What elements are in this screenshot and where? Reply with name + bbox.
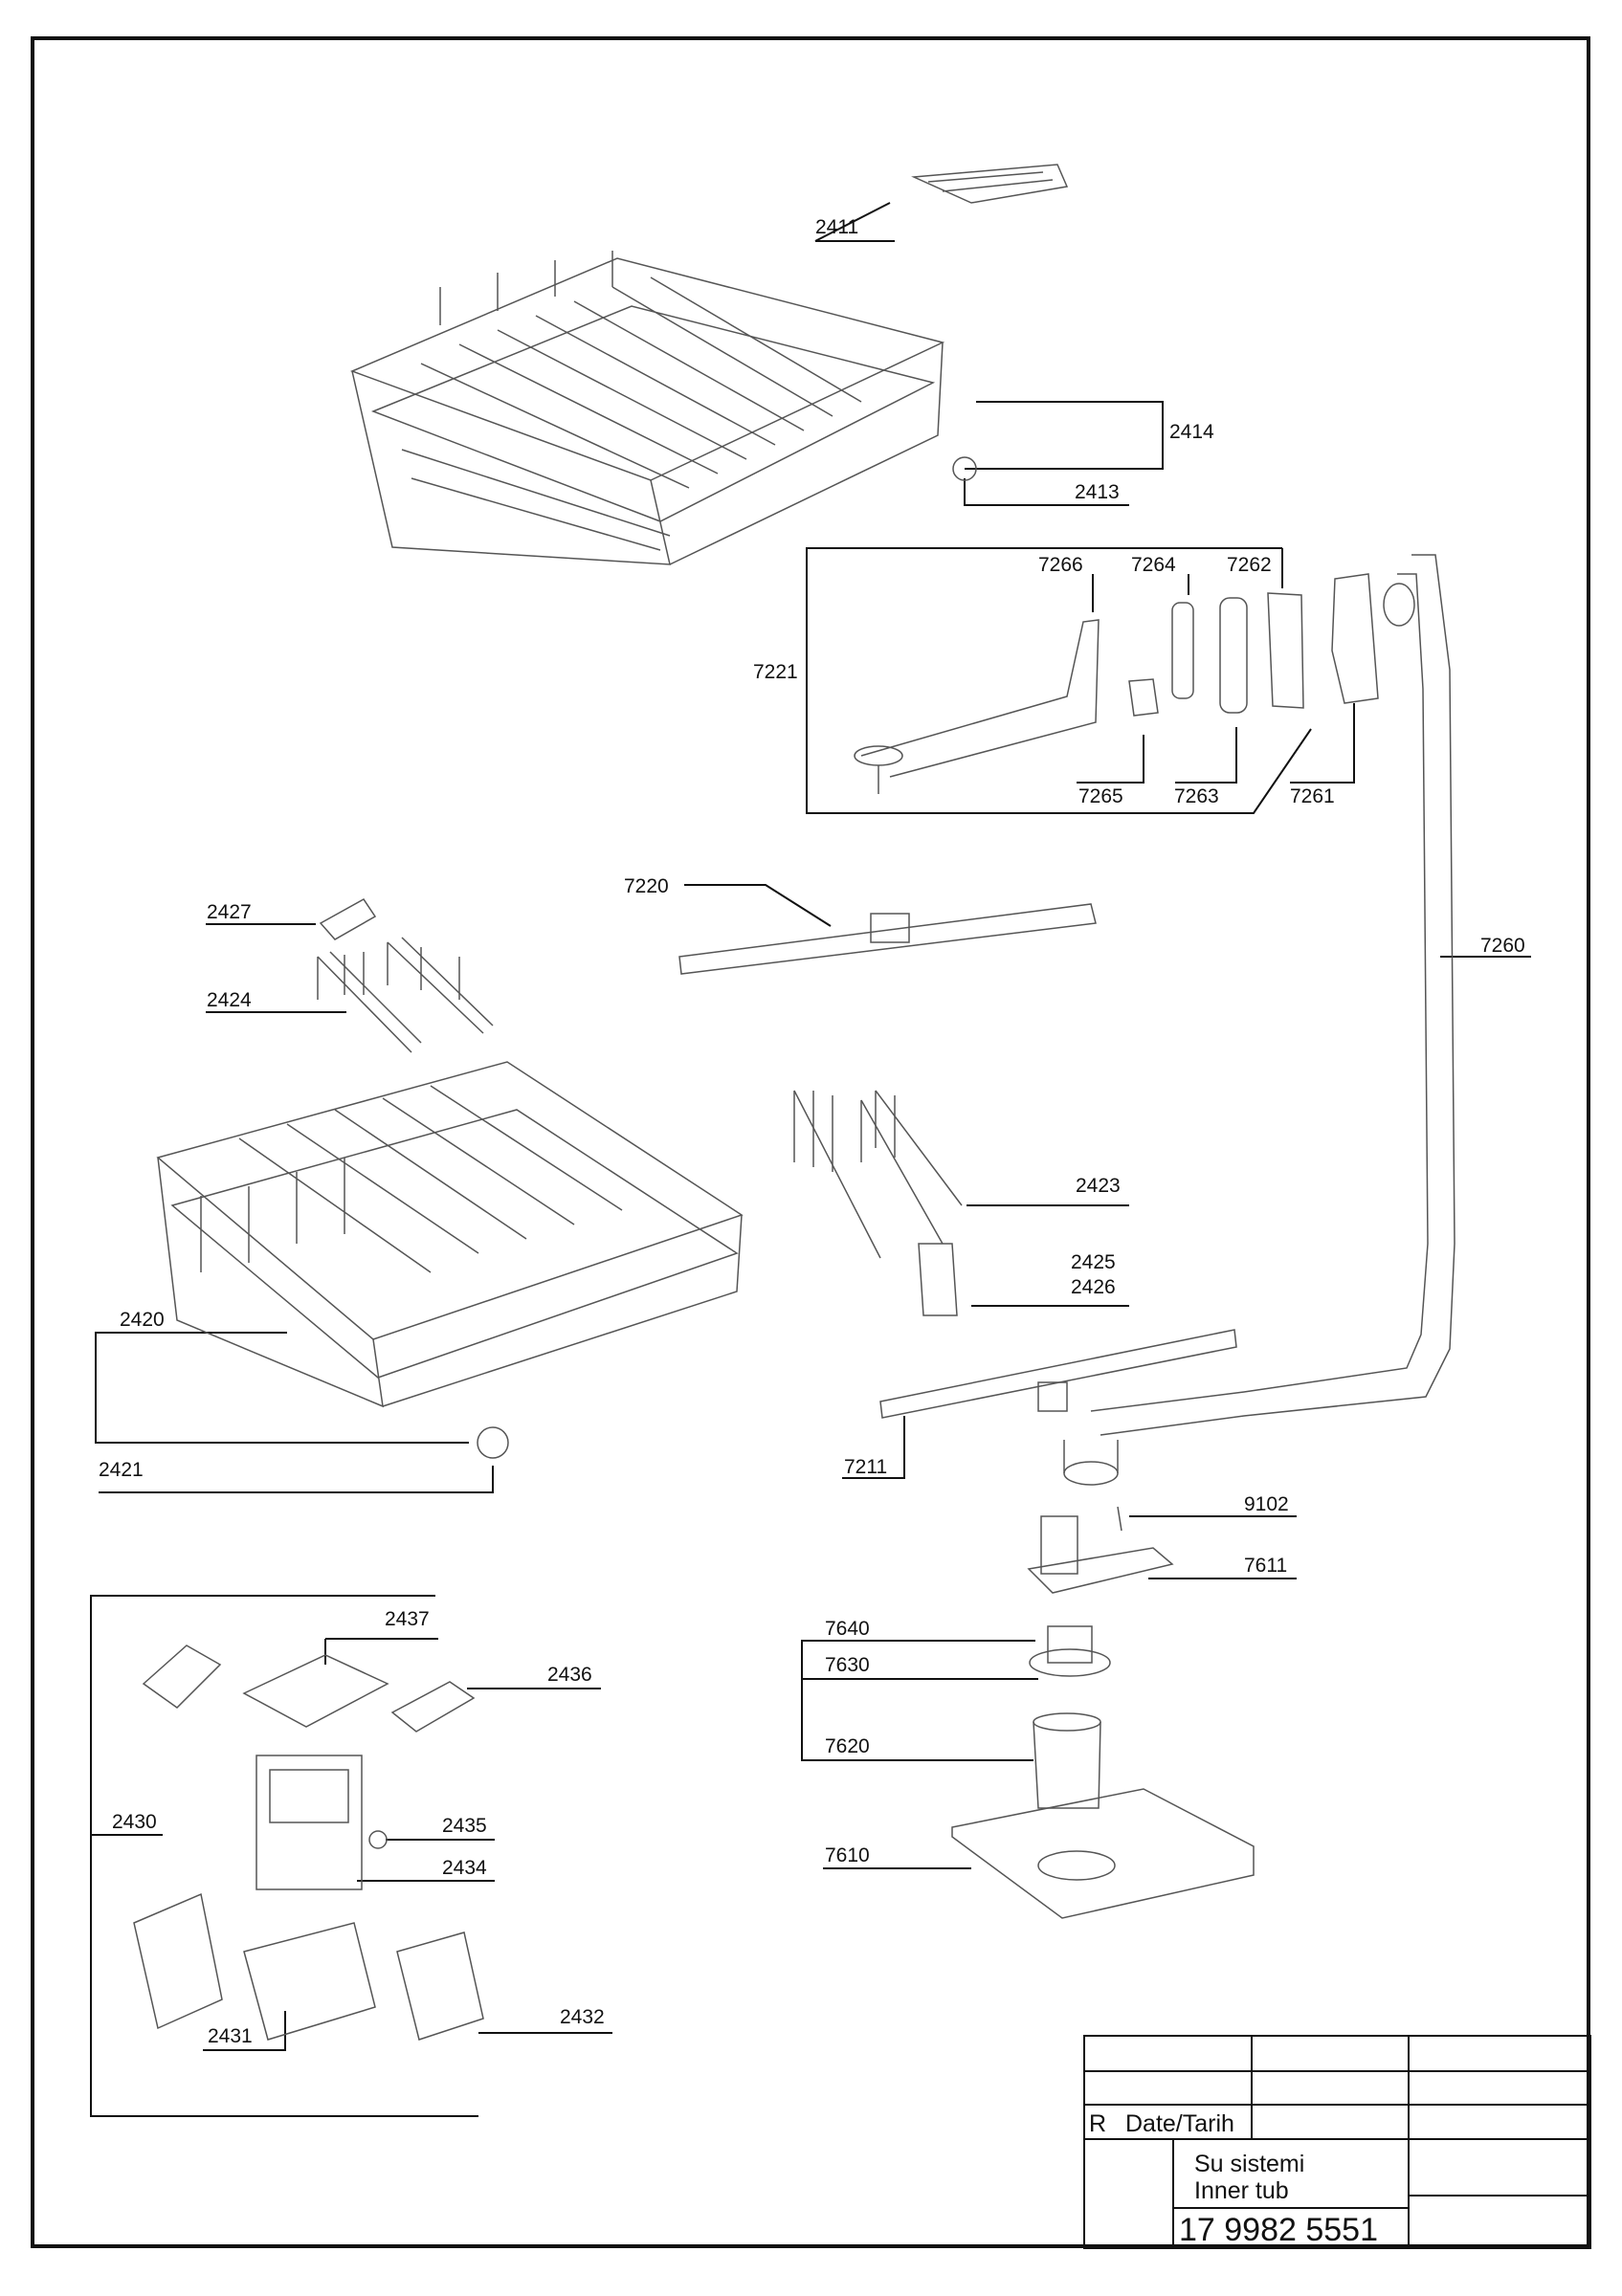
bracket-7221 [806, 547, 1312, 814]
part-label-7640: 7640 [825, 1618, 870, 1640]
part-label-2427: 2427 [207, 901, 252, 923]
part-label-7221: 7221 [753, 661, 798, 683]
part-2424-racks [317, 937, 494, 1053]
part-label-2430: 2430 [112, 1811, 157, 1833]
part-label-2434: 2434 [442, 1857, 487, 1879]
part-2421-wheel [477, 1426, 509, 1459]
part-7260-pipe [1090, 554, 1455, 1436]
part-label-7260: 7260 [1480, 935, 1525, 957]
part-label-2432: 2432 [560, 2006, 605, 2028]
part-label-7630: 7630 [825, 1654, 870, 1676]
part-label-7261: 7261 [1290, 785, 1335, 807]
part-7263-seal [1219, 597, 1248, 714]
part-2427-clip [319, 898, 377, 940]
part-7264-seal [1171, 602, 1194, 699]
part-small-grid [142, 1645, 222, 1709]
part-label-7264: 7264 [1131, 554, 1176, 576]
part-2436-grid [390, 1681, 476, 1733]
leader-2411 [814, 202, 895, 242]
part-label-7265: 7265 [1078, 785, 1123, 807]
leader-7211 [842, 1416, 905, 1479]
title-block-title-en: Inner tub [1194, 2177, 1289, 2204]
part-2423-racks [793, 1090, 963, 1259]
part-2432-basket [396, 1932, 484, 2041]
part-2425-clip [918, 1243, 958, 1316]
part-label-7262: 7262 [1227, 554, 1272, 576]
part-2437-grid [242, 1654, 389, 1728]
bracket-2430 [90, 1595, 478, 2117]
part-label-2411: 2411 [815, 216, 859, 238]
part-2413-wheel [952, 456, 977, 481]
part-label-2421: 2421 [99, 1459, 144, 1481]
part-7211-spray-arm [879, 1329, 1237, 1486]
part-2435-knob [368, 1830, 388, 1849]
part-label-2435: 2435 [442, 1815, 487, 1837]
part-7220-spray-arm [678, 903, 1097, 975]
part-9102-screw [1117, 1506, 1122, 1532]
leader-2413 [964, 478, 1129, 506]
title-block-rev: R [1089, 2110, 1107, 2137]
part-2411-clip [911, 164, 1069, 204]
part-label-2426: 2426 [1071, 1276, 1116, 1298]
title-block-drawing-number: 17 9982 5551 [1179, 2212, 1378, 2248]
part-left-basket [133, 1892, 223, 2030]
part-7611-sump [1027, 1515, 1174, 1594]
leader-2431 [203, 2011, 286, 2051]
part-label-2424: 2424 [207, 989, 252, 1011]
part-label-2436: 2436 [547, 1664, 592, 1686]
part-7610-plate [951, 1788, 1255, 1919]
leader-2414 [965, 401, 1164, 470]
part-label-7211: 7211 [844, 1456, 888, 1478]
leader-2421 [99, 1466, 494, 1493]
part-label-2437: 2437 [385, 1608, 430, 1630]
part-7265-clip [1128, 678, 1159, 717]
part-label-2414: 2414 [1169, 421, 1214, 443]
part-7262-block [1267, 592, 1304, 709]
part-label-2431: 2431 [208, 2025, 253, 2047]
part-label-7620: 7620 [825, 1735, 870, 1757]
part-7261-manifold [1331, 573, 1379, 704]
drawing-border [31, 36, 1590, 2248]
part-label-2420: 2420 [120, 1309, 165, 1331]
leader-2420 [95, 1332, 469, 1444]
part-lower-basket [156, 1061, 744, 1408]
part-upper-basket [349, 251, 945, 565]
part-2434-handle [256, 1755, 363, 1890]
title-block [1083, 2035, 1591, 2249]
part-label-7266: 7266 [1038, 554, 1083, 576]
part-7630-filter [1029, 1625, 1111, 1677]
title-block-date: Date/Tarih [1125, 2110, 1234, 2137]
part-label-2423: 2423 [1076, 1175, 1121, 1197]
part-label-7611: 7611 [1244, 1555, 1288, 1577]
part-label-2413: 2413 [1075, 481, 1120, 503]
part-label-9102: 9102 [1244, 1493, 1289, 1515]
bracket-7640 [801, 1640, 1035, 1761]
leader-7261 [1290, 703, 1355, 784]
part-label-7220: 7220 [624, 875, 669, 897]
leader-7263 [1175, 727, 1237, 784]
leader-7265 [1077, 735, 1144, 784]
leader-7220 [684, 884, 832, 927]
part-2431-basket [243, 1922, 376, 2041]
title-block-title-tr: Su sistemi [1194, 2151, 1305, 2177]
part-7620-filter [1033, 1712, 1101, 1809]
part-7266-arm [854, 619, 1100, 794]
part-label-7263: 7263 [1174, 785, 1219, 807]
part-label-2425: 2425 [1071, 1251, 1116, 1273]
part-label-7610: 7610 [825, 1844, 870, 1866]
